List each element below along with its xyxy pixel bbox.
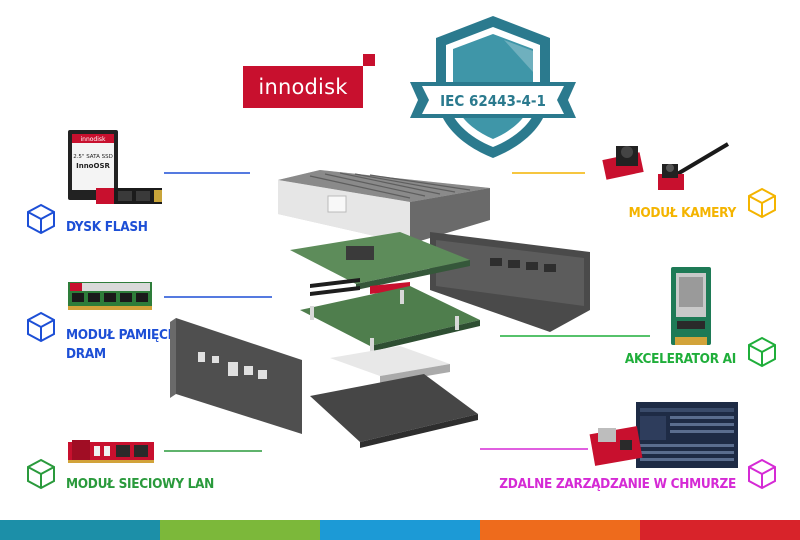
svg-text:InnoOSR: InnoOSR — [76, 162, 110, 170]
flash-label: DYSK FLASH — [66, 219, 148, 235]
footer-bar-4 — [480, 520, 640, 540]
dram-image — [68, 282, 152, 310]
camera-label: MODUŁ KAMERY — [628, 205, 737, 221]
lan-label: MODUŁ SIECIOWY LAN — [66, 476, 215, 492]
cloud-cube-icon — [748, 458, 776, 490]
certification-text: IEC 62443-4-1 — [440, 92, 546, 110]
flash-cube-icon — [27, 203, 55, 235]
ai-accelerator-image — [671, 267, 711, 345]
footer-bar-1 — [0, 520, 160, 540]
ai-cube-icon — [748, 336, 776, 368]
memory-cube-icon — [27, 311, 55, 343]
memory-label-line2: DRAM — [66, 346, 106, 362]
ai-label: AKCELERATOR AI — [624, 351, 736, 367]
shield-icon: IEC 62443-4-1 — [410, 16, 576, 158]
lan-cube-icon — [27, 458, 55, 490]
exploded-pc-image — [170, 170, 590, 448]
camera-module-image — [602, 142, 730, 190]
footer-bar-2 — [160, 520, 320, 540]
logo-accent — [363, 54, 375, 66]
footer-bar-3 — [320, 520, 480, 540]
svg-text:2.5" SATA SSD: 2.5" SATA SSD — [73, 154, 113, 160]
camera-cube-icon — [748, 187, 776, 219]
cloud-management-image — [589, 402, 738, 468]
memory-label-line1: MODUŁ PAMIĘCI — [66, 327, 172, 343]
svg-text:innodisk: innodisk — [80, 136, 106, 143]
ssd-image: innodisk 2.5" SATA SSD InnoOSR — [68, 130, 162, 204]
lan-module-image — [68, 440, 154, 463]
footer-bar-5 — [640, 520, 800, 540]
cloud-label: ZDALNE ZARZĄDZANIE W CHMURZE — [499, 476, 736, 492]
logo-text: innodisk — [258, 75, 348, 99]
innodisk-logo: innodisk — [243, 66, 363, 108]
